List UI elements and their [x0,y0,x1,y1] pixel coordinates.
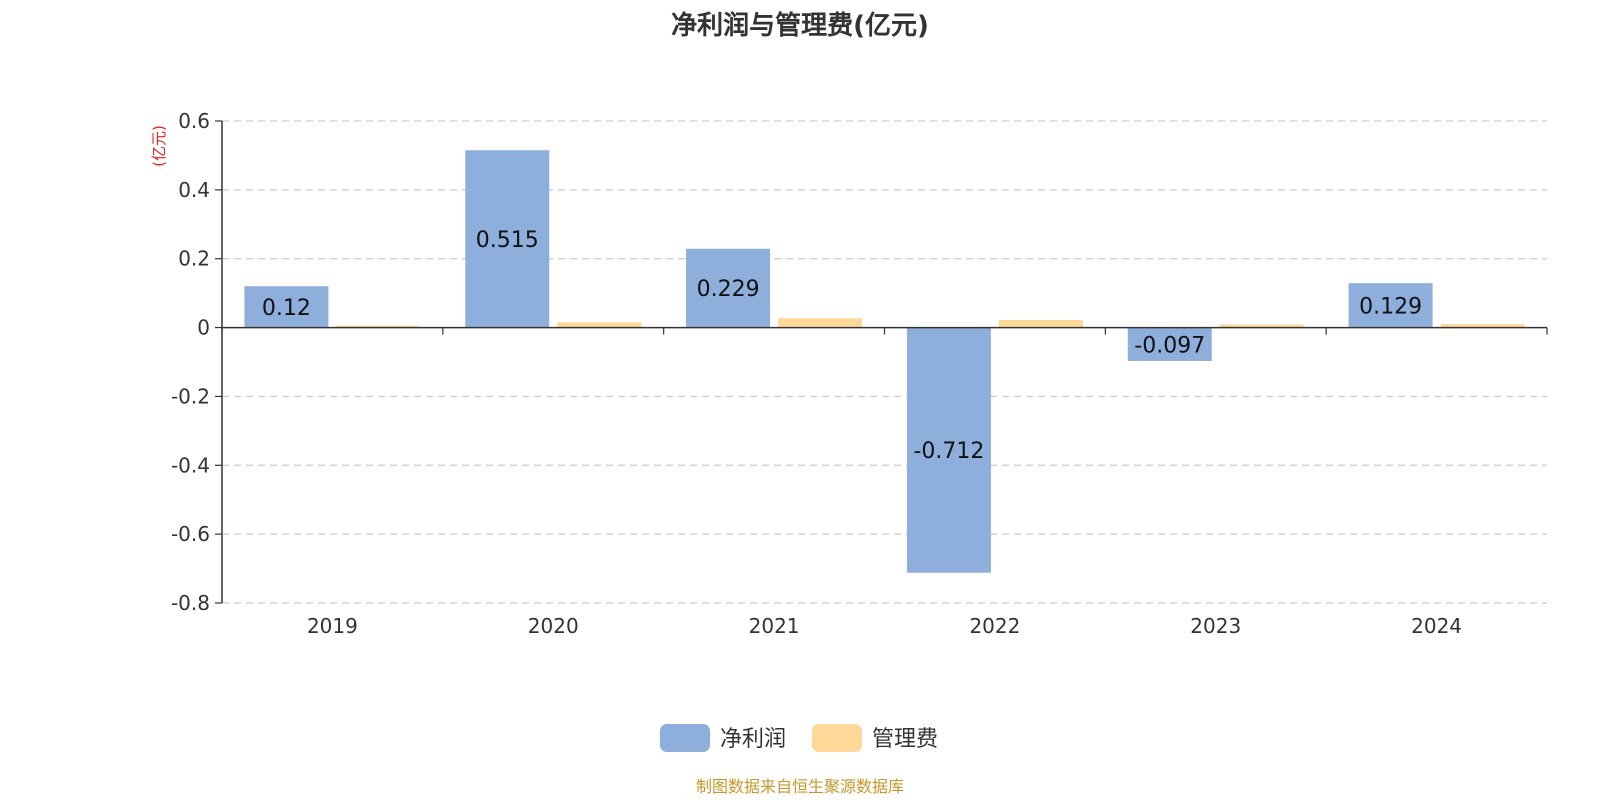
y-tick-label: 0.6 [178,109,210,133]
data-labels: 0.12 0.515 0.229 -0.712 -0.097 0.129 [262,228,1422,464]
bar-admin-expense [1440,324,1525,328]
data-label: 0.12 [262,296,311,321]
y-tick-label: 0 [197,316,210,340]
y-axis-unit-label: (亿元) [150,125,168,167]
bars [244,150,1525,573]
data-label: 0.229 [697,277,760,302]
legend: 净利润 管理费 [660,724,938,752]
x-tick-label: 2020 [528,614,579,638]
y-tick-label: -0.8 [171,591,210,615]
bar-net-profit [465,150,550,328]
x-tick-label: 2024 [1411,614,1462,638]
data-label: 0.515 [476,228,539,253]
data-label: 0.129 [1359,294,1422,319]
bar-admin-expense [557,322,642,328]
bar-admin-expense [336,325,421,328]
axes [215,120,1548,604]
y-tick-labels: 0.6 0.4 0.2 0 -0.2 -0.4 -0.6 -0.8 [171,109,210,615]
y-tick-label: -0.4 [171,453,210,477]
legend-swatch [660,724,710,752]
y-tick-label: 0.2 [178,247,210,271]
x-tick-labels: 2019 2020 2021 2022 2023 2024 [307,614,1462,638]
grid-lines [222,120,1547,604]
bar-net-profit [1127,327,1212,361]
bar-admin-expense [1219,324,1304,328]
source-note: 制图数据来自恒生聚源数据库 [696,777,904,796]
x-tick-label: 2019 [307,614,358,638]
bar-net-profit [686,248,771,328]
legend-label: 净利润 [720,727,786,752]
x-tick-label: 2023 [1190,614,1241,638]
bar-net-profit [1348,283,1433,328]
x-tick-label: 2021 [749,614,800,638]
x-tick-label: 2022 [969,614,1020,638]
legend-label: 管理费 [872,727,938,752]
bar-admin-expense [998,319,1083,328]
y-tick-label: -0.6 [171,522,210,546]
legend-swatch [812,724,862,752]
bar-admin-expense [778,318,863,328]
data-label: -0.097 [1134,333,1205,358]
y-tick-label: -0.2 [171,384,210,408]
y-tick-label: 0.4 [178,178,210,202]
data-label: -0.712 [913,439,984,464]
chart-title: 净利润与管理费(亿元) [671,10,929,41]
bar-net-profit [906,327,991,573]
bar-net-profit [244,286,329,328]
